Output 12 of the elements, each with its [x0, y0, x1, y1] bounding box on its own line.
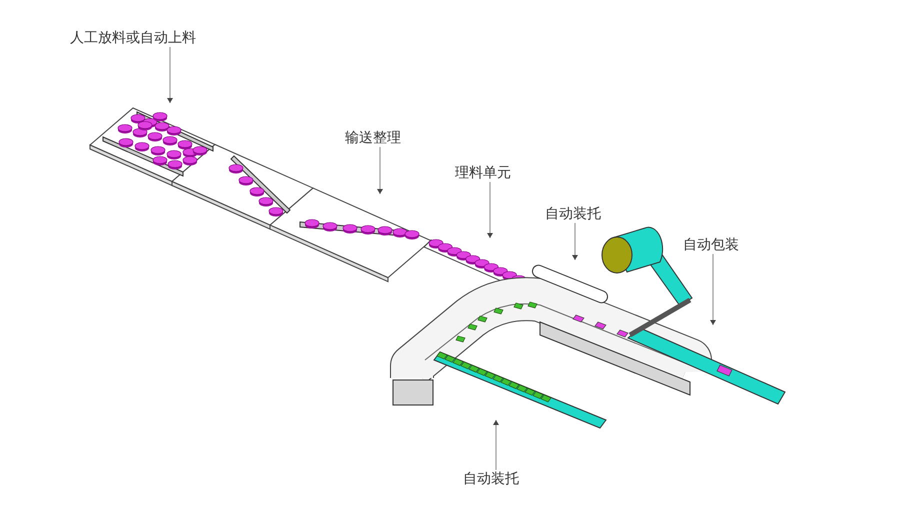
leader-line [572, 222, 578, 260]
leader-line [710, 254, 716, 326]
leader-line [167, 46, 173, 104]
callout-label: 自动装托 [463, 470, 519, 488]
callout-label: 自动装托 [545, 205, 601, 223]
leader-line [487, 182, 493, 238]
callout-label: 理料单元 [455, 164, 511, 182]
callout-label: 人工放料或自动上料 [70, 29, 196, 47]
leader-line [493, 420, 499, 470]
leader-line [377, 146, 383, 194]
callout-label: 自动包装 [683, 236, 739, 254]
callout-label: 输送整理 [345, 129, 401, 147]
